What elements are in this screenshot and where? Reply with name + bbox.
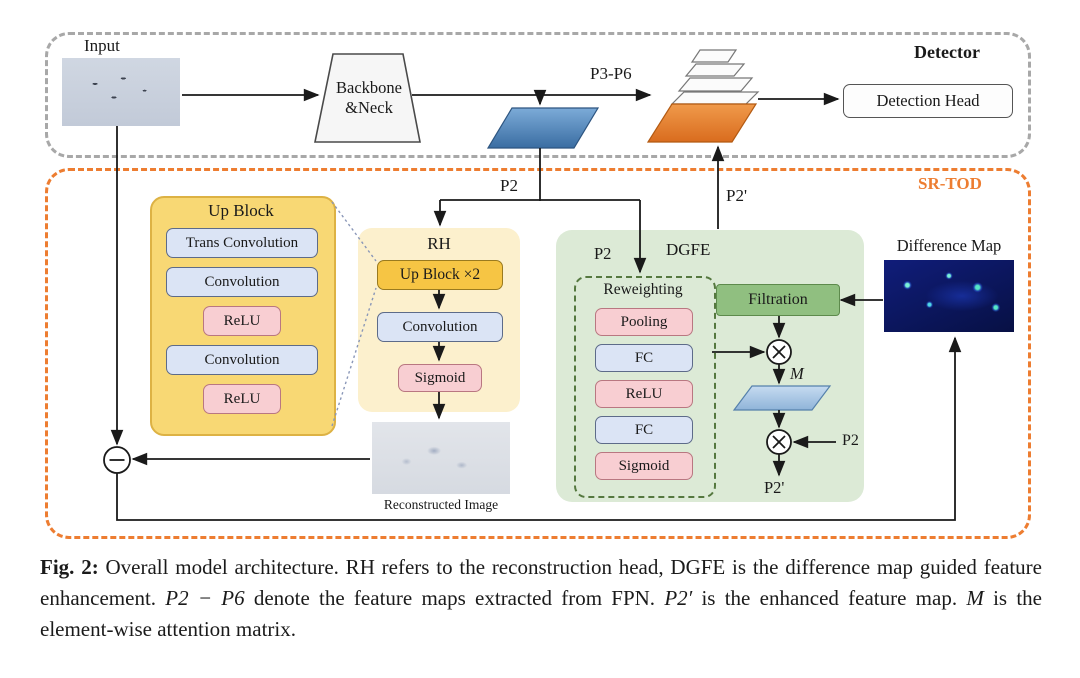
backbone-line1: Backbone [336,78,402,98]
detector-title: Detector [914,42,980,62]
caption-math: M [966,586,984,610]
reweighting-box [574,276,716,498]
caption-fig-label: Fig. 2: [40,555,99,579]
reweighting-layer: Pooling [595,308,693,336]
up-block-layer: ReLU [203,306,281,336]
detector-panel [45,32,1031,158]
elementwise-subtract-icon [103,446,131,474]
caption-text: is the enhanced feature map. [692,586,967,610]
reweighting-title: Reweighting [603,281,683,298]
input-image [62,58,180,126]
elementwise-multiply-icon [766,429,792,455]
backbone-line2: &Neck [345,98,393,117]
up-block-layer: Convolution [166,345,318,375]
srtod-panel [45,168,1031,539]
backbone-neck-shape [314,53,421,143]
caption-text: denote the feature maps extracted from F… [244,586,665,610]
rh-title: RH [427,234,451,253]
input-label: Input [84,36,120,55]
p2-prime-feature-map [646,103,758,143]
feature-map-stack [670,49,760,105]
up-block-expansion-lines [331,201,377,427]
p2-prime-label: P2' [726,186,748,205]
attention-matrix-shape [732,385,832,411]
reconstructed-image-label: Reconstructed Image [383,497,499,512]
caption-math: P2′ [664,586,693,610]
backbone-neck-label: Backbone &Neck [322,66,416,130]
dgfe-title: DGFE [666,240,711,259]
rh-sigmoid: Sigmoid [398,364,482,392]
reweighting-layer: ReLU [595,380,693,408]
up-block-layer: Convolution [166,267,318,297]
caption-math: P2 − P6 [165,586,245,610]
filtration-box: Filtration [716,284,840,316]
detection-head-box: Detection Head [843,84,1013,118]
elementwise-multiply-icon [766,339,792,365]
figure-caption: Fig. 2: Overall model architecture. RH r… [40,552,1042,645]
reconstructed-image [372,422,510,494]
flow-arrows [110,88,962,521]
rh-convolution: Convolution [377,312,503,342]
up-block-layer: Trans Convolution [166,228,318,258]
p2-label: P2 [500,176,518,195]
p2-multiply-label: P2 [842,432,859,449]
caption-text: Overall model architecture. RH refers to… [40,555,1042,610]
up-block-layer: ReLU [203,384,281,414]
dgfe-p2-label: P2 [594,244,612,263]
rh-up-block-x2: Up Block ×2 [377,260,503,290]
srtod-title: SR-TOD [918,174,982,193]
difference-map-image [884,260,1014,332]
p2-prime-out-label: P2' [764,478,785,497]
p2-feature-map [486,107,600,149]
reweighting-layer: Sigmoid [595,452,693,480]
caption-text: is the element-wise attention matrix. [40,586,1042,641]
up-block-title: Up Block [208,201,274,220]
reweighting-layer: FC [595,416,693,444]
attention-matrix-label: M [790,364,804,383]
p3-p6-label: P3-P6 [590,64,632,83]
reweighting-layer: FC [595,344,693,372]
difference-map-label: Difference Map [896,236,1002,255]
